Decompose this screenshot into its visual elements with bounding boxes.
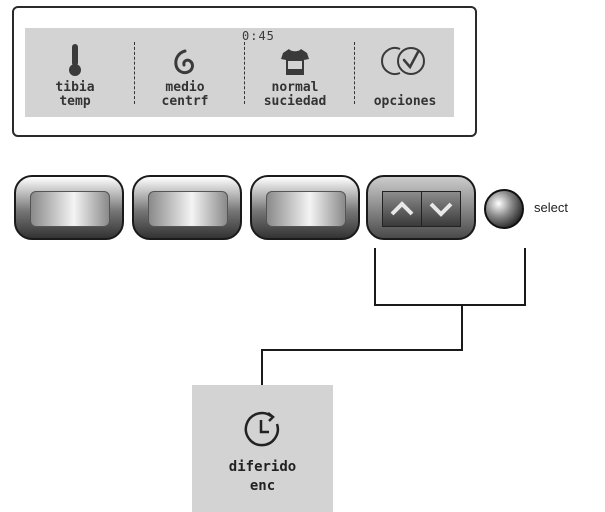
timer-readout: 0:45 — [242, 29, 275, 43]
up-arrow-icon — [390, 201, 414, 216]
spin-spiral-icon — [135, 39, 235, 77]
segment-divider — [134, 42, 135, 104]
delay-start-tile: diferido enc — [192, 385, 333, 512]
down-arrow-button[interactable] — [421, 191, 461, 227]
segment-label-line1: tibia — [55, 80, 95, 95]
segment-divider — [354, 42, 355, 104]
up-arrow-button[interactable] — [382, 191, 422, 227]
soil-level-button[interactable] — [250, 175, 360, 240]
temperature-button[interactable] — [14, 175, 124, 240]
select-knob[interactable] — [484, 189, 524, 229]
tile-label-line2: enc — [249, 478, 276, 494]
options-check-icon — [355, 39, 455, 77]
tile-label-line1: diferido — [228, 459, 297, 475]
select-label: select — [534, 200, 568, 215]
down-arrow-icon — [429, 202, 453, 217]
segment-label-line1: medio — [165, 80, 205, 95]
segment-label-line2: temp — [59, 94, 91, 109]
segment-label-line2: opciones — [373, 94, 437, 109]
spin-button[interactable] — [132, 175, 242, 240]
shirt-icon — [245, 39, 345, 77]
segment-divider — [244, 42, 245, 104]
segment-label-line2: centrf — [161, 94, 209, 109]
delay-clock-icon — [192, 410, 333, 450]
segment-label-line1: normal — [271, 80, 319, 95]
segment-options: opciones — [355, 39, 455, 115]
arrow-button-group — [366, 175, 476, 240]
thermometer-icon — [25, 39, 125, 77]
segment-label-line2: suciedad — [263, 94, 327, 109]
